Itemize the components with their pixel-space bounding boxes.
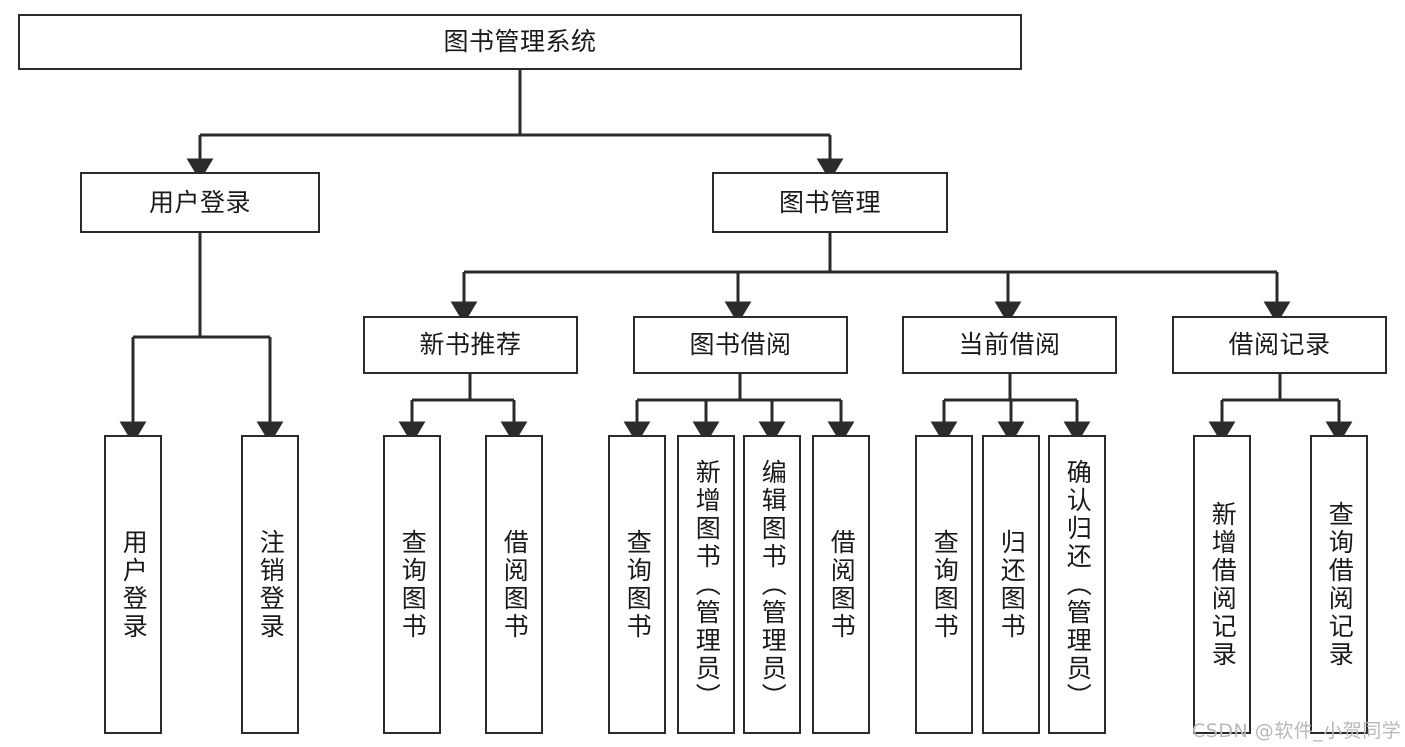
- node-current-borrow[interactable]: 当前借阅: [902, 316, 1117, 374]
- node-label: 确认归还（管理员）: [1063, 458, 1093, 711]
- node-book-manage[interactable]: 图书管理: [712, 172, 948, 233]
- node-user-login[interactable]: 用户登录: [80, 172, 320, 233]
- leaf-logout-login[interactable]: 注销登录: [241, 435, 299, 734]
- node-label: 新增图书（管理员）: [692, 458, 722, 711]
- node-label: 注销登录: [256, 528, 286, 641]
- leaf-add-book-admin[interactable]: 新增图书（管理员）: [677, 435, 735, 734]
- leaf-add-borrow-record[interactable]: 新增借阅记录: [1193, 435, 1251, 734]
- node-label: 查询图书: [930, 528, 960, 641]
- node-borrow-record[interactable]: 借阅记录: [1172, 316, 1387, 374]
- node-label: 图书管理: [778, 187, 881, 217]
- node-label: 查询图书: [623, 528, 653, 641]
- leaf-query-book-recommend[interactable]: 查询图书: [383, 435, 441, 734]
- leaf-query-book-current[interactable]: 查询图书: [915, 435, 973, 734]
- node-label: 查询借阅记录: [1325, 500, 1355, 669]
- leaf-borrow-book-recommend[interactable]: 借阅图书: [485, 435, 543, 734]
- node-root-book-management-system[interactable]: 图书管理系统: [18, 14, 1022, 70]
- node-label: 用户登录: [119, 528, 149, 641]
- leaf-confirm-return-admin[interactable]: 确认归还（管理员）: [1048, 435, 1106, 734]
- node-label: 借阅记录: [1228, 330, 1331, 360]
- node-label: 借阅图书: [500, 528, 530, 641]
- leaf-return-book[interactable]: 归还图书: [982, 435, 1040, 734]
- node-label: 编辑图书（管理员）: [758, 458, 788, 711]
- node-book-borrow[interactable]: 图书借阅: [633, 316, 848, 374]
- node-new-book-recommend[interactable]: 新书推荐: [363, 316, 578, 374]
- node-label: 图书借阅: [689, 330, 792, 360]
- leaf-user-login[interactable]: 用户登录: [104, 435, 162, 734]
- node-label: 新增借阅记录: [1208, 500, 1238, 669]
- node-label: 当前借阅: [958, 330, 1061, 360]
- node-label: 查询图书: [398, 528, 428, 641]
- node-label: 图书管理系统: [443, 27, 597, 57]
- node-label: 归还图书: [997, 528, 1027, 641]
- leaf-edit-book-admin[interactable]: 编辑图书（管理员）: [743, 435, 801, 734]
- node-label: 新书推荐: [419, 330, 522, 360]
- leaf-borrow-book[interactable]: 借阅图书: [812, 435, 870, 734]
- leaf-query-book-borrow[interactable]: 查询图书: [608, 435, 666, 734]
- leaf-query-borrow-record[interactable]: 查询借阅记录: [1310, 435, 1368, 734]
- node-label: 借阅图书: [827, 528, 857, 641]
- node-label: 用户登录: [148, 187, 251, 217]
- csdn-watermark: CSDN @软件_小贺同学: [1192, 720, 1402, 742]
